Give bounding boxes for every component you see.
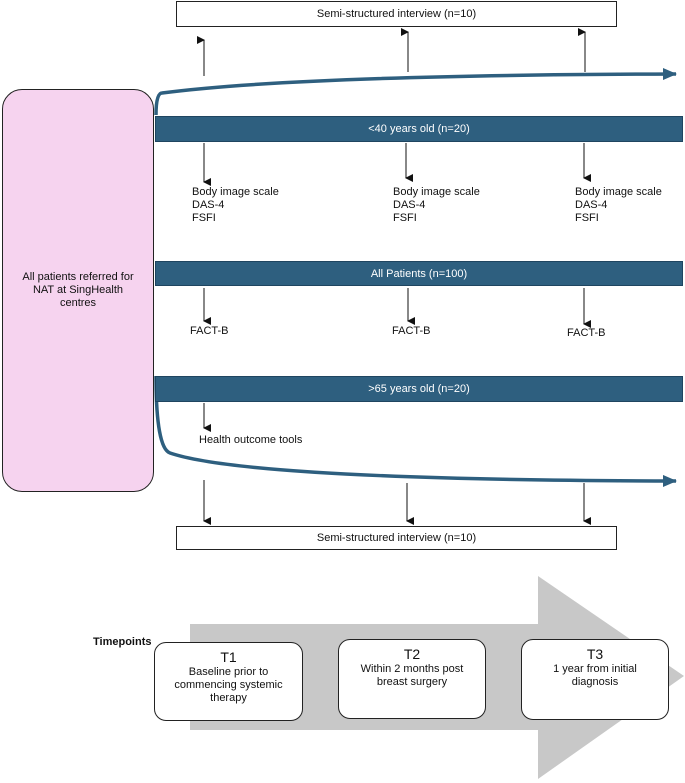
- tool-item: FSFI: [192, 212, 216, 224]
- timepoints-title: Timepoints: [93, 636, 152, 648]
- interview-bottom-label: Semi-structured interview (n=10): [316, 532, 477, 544]
- curve-arrow-top: [154, 68, 677, 116]
- band-all-patients: All Patients (n=100): [155, 261, 683, 286]
- fact-b-t2: FACT-B: [392, 325, 431, 337]
- timepoint-code: T1: [220, 649, 237, 665]
- band-over65: >65 years old (n=20): [155, 376, 683, 402]
- band-under40: <40 years old (n=20): [155, 116, 683, 142]
- patient-source-box: All patients referred for NAT at SingHea…: [2, 89, 154, 492]
- band-under40-label: <40 years old (n=20): [368, 123, 470, 135]
- timepoint-box-t3: T3 1 year from initial diagnosis: [521, 639, 669, 720]
- tool-list-u40-t2: Body image scale DAS-4 FSFI: [393, 186, 480, 225]
- tool-item: DAS-4: [575, 199, 608, 211]
- timepoint-box-t1: T1 Baseline prior to commencing systemic…: [154, 642, 303, 721]
- curve-arrow-bottom: [154, 375, 677, 487]
- tool-list-u40-t1: Body image scale DAS-4 FSFI: [192, 186, 279, 225]
- health-outcome-label: Health outcome tools: [199, 434, 303, 446]
- tool-item: Body image scale: [192, 186, 279, 198]
- timepoint-desc: Baseline prior to commencing systemic th…: [174, 666, 283, 704]
- tool-item: DAS-4: [393, 199, 426, 211]
- tool-item: FSFI: [393, 212, 417, 224]
- tool-item: FSFI: [575, 212, 599, 224]
- band-over65-label: >65 years old (n=20): [368, 383, 470, 395]
- band-all-label: All Patients (n=100): [370, 267, 468, 280]
- timepoint-code: T2: [403, 646, 421, 662]
- tool-item: Body image scale: [575, 186, 662, 198]
- fact-b-t3: FACT-B: [567, 327, 606, 339]
- timepoint-box-t2: T2 Within 2 months post breast surgery: [338, 639, 486, 719]
- interview-box-top: Semi-structured interview (n=10): [176, 1, 617, 27]
- interview-box-bottom: Semi-structured interview (n=10): [176, 526, 617, 550]
- timepoint-code: T3: [586, 646, 604, 662]
- timepoint-desc: 1 year from initial diagnosis: [553, 663, 637, 688]
- interview-top-label: Semi-structured interview (n=10): [316, 8, 477, 20]
- tool-item: Body image scale: [393, 186, 480, 198]
- patient-source-label: All patients referred for NAT at SingHea…: [22, 271, 134, 309]
- fact-b-t1: FACT-B: [190, 325, 229, 337]
- tool-list-u40-t3: Body image scale DAS-4 FSFI: [575, 186, 662, 225]
- timepoint-desc: Within 2 months post breast surgery: [360, 663, 464, 688]
- tool-item: DAS-4: [192, 199, 225, 211]
